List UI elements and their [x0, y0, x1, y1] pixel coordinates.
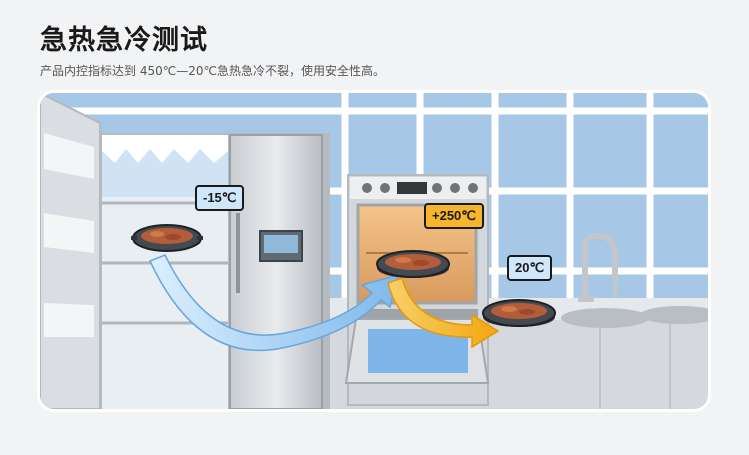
- sink: [561, 232, 708, 328]
- pot-freezer: [131, 224, 203, 252]
- page-subtitle: 产品内控指标达到 450℃—20℃急热急冷不裂，使用安全性高。: [40, 64, 385, 78]
- room-temp-label: 20℃: [507, 255, 553, 281]
- freezer-temp-label: -15℃: [195, 185, 245, 211]
- fridge: [40, 93, 330, 409]
- pot-oven: [376, 250, 450, 278]
- hot-to-room-arrow: [387, 277, 500, 349]
- cold-to-hot-arrow: [148, 254, 400, 352]
- pot-room: [482, 299, 556, 327]
- page-title: 急热急冷测试: [40, 25, 208, 56]
- kitchen-illustration: [40, 93, 708, 409]
- kitchen-scene: -15℃ +250℃ 20℃: [40, 93, 708, 409]
- oven-temp-label: +250℃: [424, 203, 484, 229]
